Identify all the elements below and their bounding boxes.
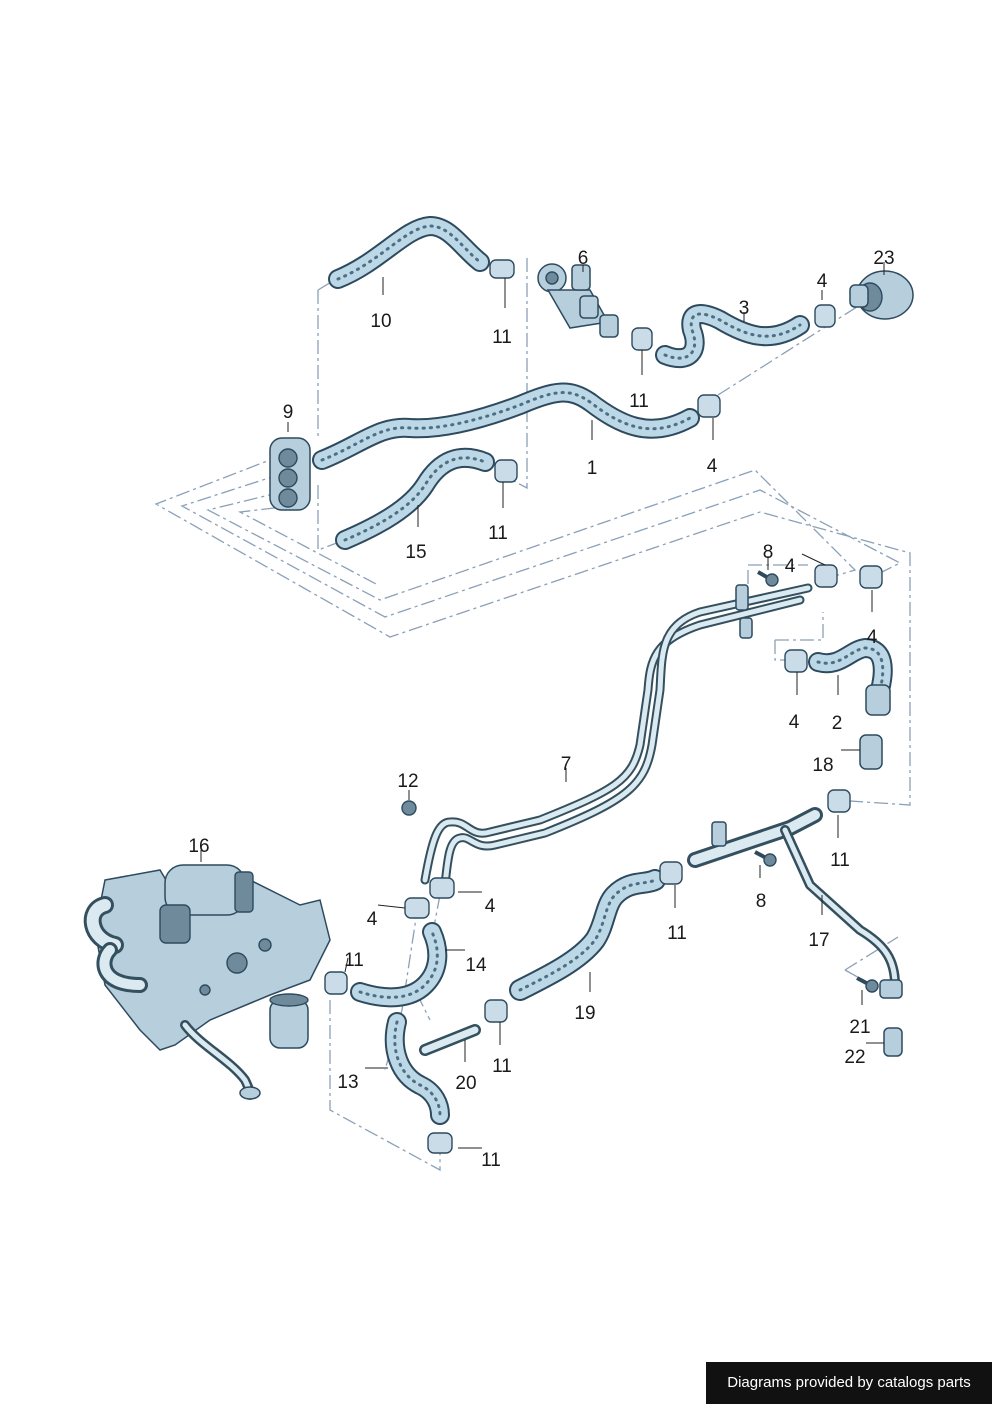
label-4: 4: [785, 556, 796, 577]
hose-1[interactable]: [312, 382, 700, 470]
hose-clamp[interactable]: [814, 564, 838, 588]
label-20: 20: [455, 1073, 476, 1094]
screw-21[interactable]: [856, 976, 879, 993]
label-4: 4: [867, 627, 878, 648]
hose-3[interactable]: [655, 304, 810, 369]
grommet-9[interactable]: [269, 437, 311, 511]
hose-2[interactable]: [808, 638, 893, 716]
hose-clamp[interactable]: [631, 327, 653, 351]
hose-14[interactable]: [350, 922, 448, 1008]
screw-8-upper[interactable]: [757, 570, 779, 587]
credit-banner: Diagrams provided by catalogs parts: [706, 1362, 992, 1404]
hose-clamp[interactable]: [697, 394, 721, 418]
label-4: 4: [707, 456, 718, 477]
hose-clamp[interactable]: [494, 459, 518, 483]
hose-clamp[interactable]: [859, 565, 883, 589]
label-12: 12: [397, 771, 418, 792]
heater-16[interactable]: [83, 864, 331, 1100]
label-18: 18: [812, 755, 833, 776]
label-3: 3: [739, 298, 750, 319]
hose-clamp[interactable]: [659, 861, 683, 885]
label-4: 4: [367, 909, 378, 930]
callout-labels: 1 2 3 4 4 4 4 4 4 4 6 7 8 8 9 10 11 11 1…: [188, 248, 894, 1171]
label-4: 4: [789, 712, 800, 733]
pipe-20[interactable]: [419, 1024, 481, 1056]
label-21: 21: [849, 1017, 870, 1038]
label-16: 16: [188, 836, 209, 857]
connector-18[interactable]: [859, 734, 883, 770]
hose-clamp[interactable]: [814, 304, 836, 328]
label-11: 11: [481, 1150, 501, 1171]
hose-10[interactable]: [328, 216, 490, 289]
label-4: 4: [817, 271, 828, 292]
hose-13[interactable]: [384, 1012, 450, 1125]
screw-8-lower[interactable]: [754, 850, 777, 867]
label-4: 4: [485, 896, 496, 917]
label-11: 11: [492, 327, 512, 348]
label-11: 11: [488, 523, 508, 544]
label-11: 11: [667, 923, 687, 944]
label-9: 9: [283, 402, 294, 423]
label-23: 23: [873, 248, 894, 269]
label-11: 11: [830, 850, 850, 871]
label-1: 1: [587, 458, 598, 479]
label-22: 22: [844, 1047, 865, 1068]
hose-clamp[interactable]: [489, 259, 515, 279]
grommet-23[interactable]: [849, 270, 914, 320]
pipe-17[interactable]: [687, 807, 903, 999]
label-7: 7: [561, 754, 572, 775]
hose-clamp[interactable]: [484, 999, 508, 1023]
label-10: 10: [370, 311, 391, 332]
hose-clamp[interactable]: [784, 649, 808, 673]
label-2: 2: [832, 713, 843, 734]
leader-lines: [200, 262, 885, 1149]
label-11: 11: [629, 391, 649, 412]
hose-clamp[interactable]: [427, 1132, 453, 1154]
label-8: 8: [756, 891, 767, 912]
connector-22[interactable]: [883, 1027, 903, 1057]
label-15: 15: [405, 542, 426, 563]
hose-clamp[interactable]: [404, 897, 430, 919]
label-19: 19: [574, 1003, 595, 1024]
hose-clamp[interactable]: [324, 971, 348, 995]
nut-12[interactable]: [401, 800, 417, 816]
label-11: 11: [492, 1056, 512, 1077]
valve-6[interactable]: [537, 263, 619, 338]
hose-clamp[interactable]: [827, 789, 851, 813]
coolant-pipe-7[interactable]: [420, 583, 813, 890]
label-8: 8: [763, 542, 774, 563]
hose-19[interactable]: [509, 869, 666, 1001]
hose-clamp[interactable]: [429, 877, 455, 899]
label-11: 11: [344, 950, 364, 971]
label-14: 14: [465, 955, 487, 976]
label-6: 6: [578, 248, 589, 269]
label-17: 17: [808, 930, 829, 951]
hose-15[interactable]: [335, 447, 495, 550]
label-13: 13: [337, 1072, 358, 1093]
